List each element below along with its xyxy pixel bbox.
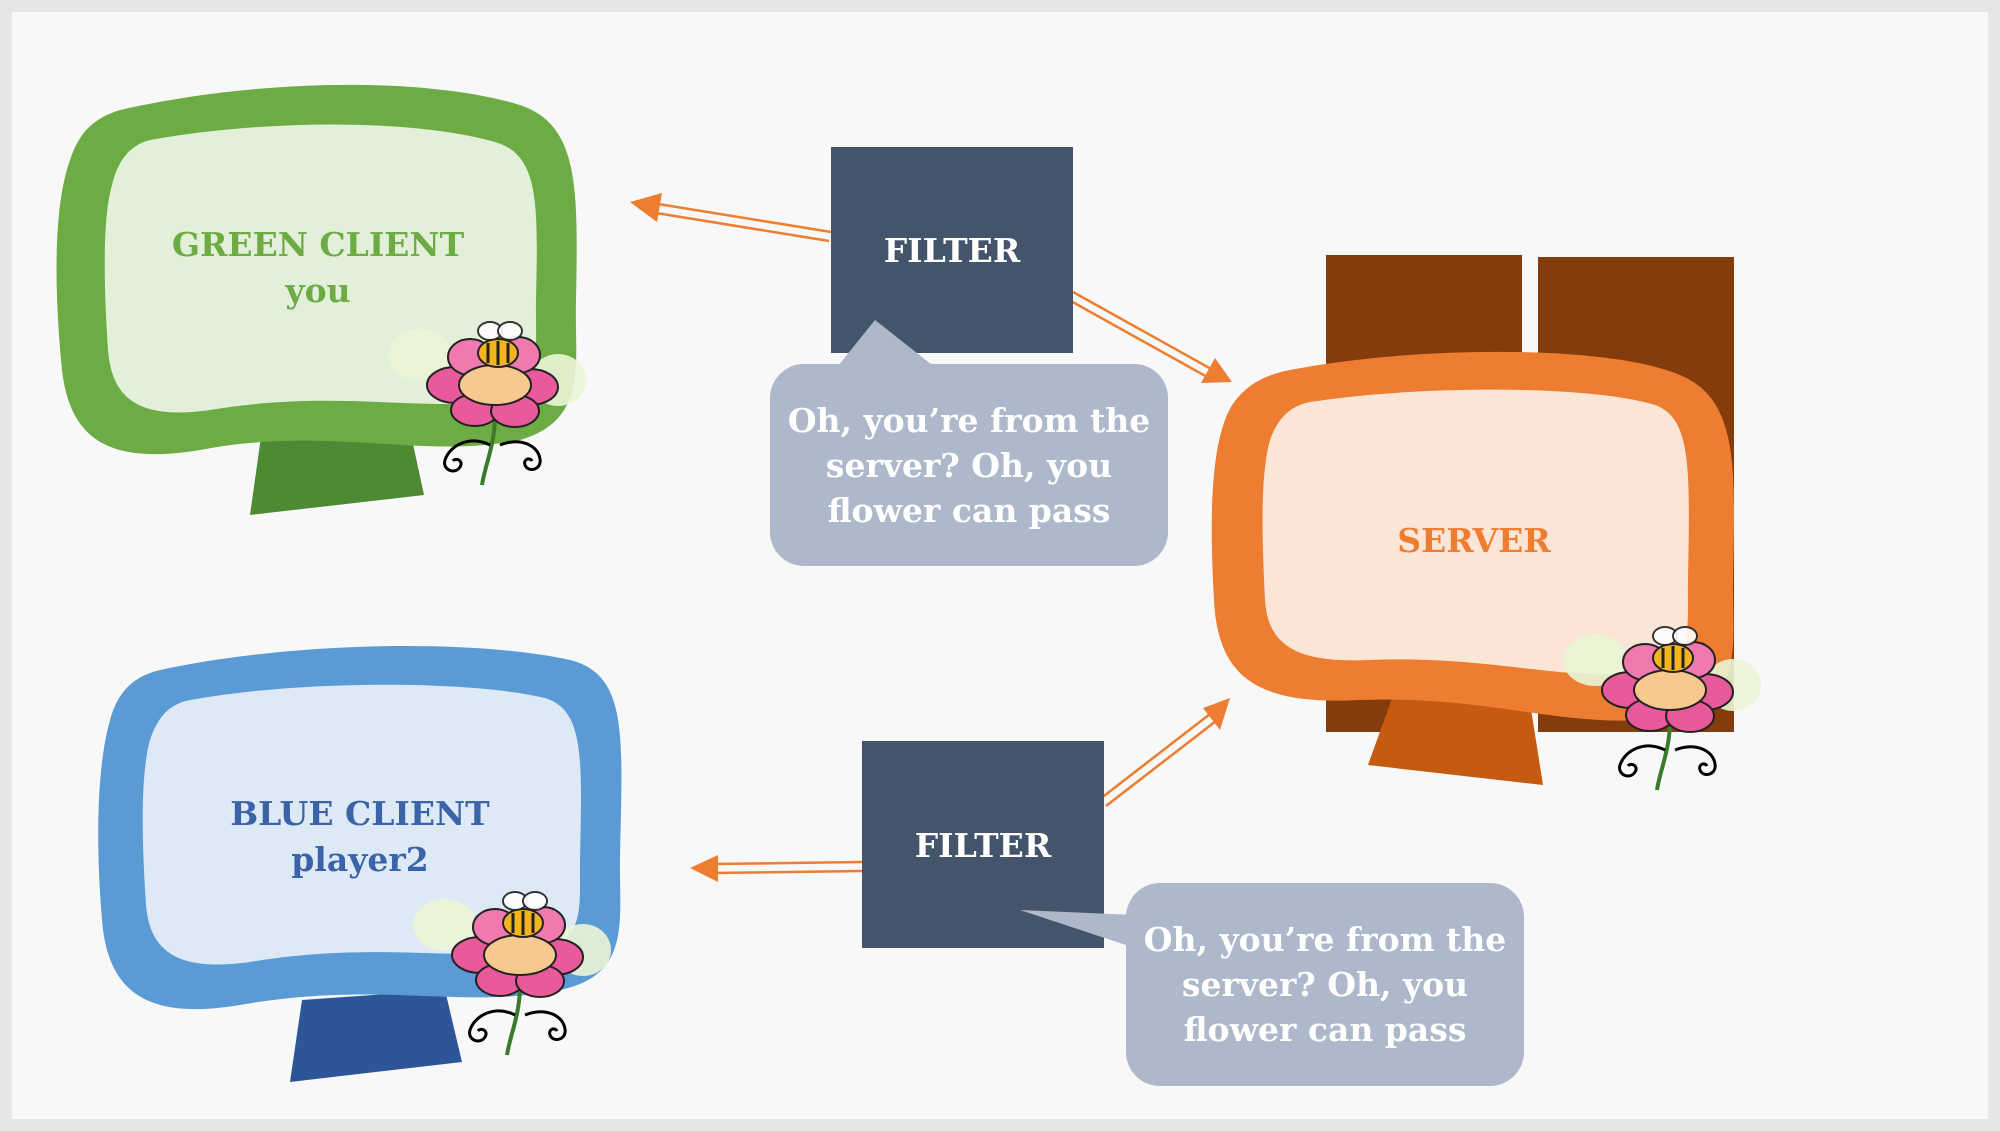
green-client-subtitle: you: [284, 271, 350, 310]
blue-client-stand: [290, 990, 462, 1082]
arrow-filter-top-to-green-client: [630, 193, 832, 243]
blue-client-screen: [142, 684, 582, 965]
filter-bottom: FILTER Oh, you’re from the server? Oh, y…: [862, 741, 1524, 1086]
filter-top-box: [831, 147, 1073, 353]
filter-top-bubble-line-2: server? Oh, you: [826, 446, 1112, 485]
filter-bottom-bubble-line-1: Oh, you’re from the: [1144, 920, 1506, 959]
arrow-filter-bottom-to-server: [1099, 698, 1230, 807]
arrow-filter-bottom-to-blue-client: [690, 855, 863, 882]
filter-top-label: FILTER: [884, 231, 1021, 270]
server-monitor: SERVER: [1211, 255, 1763, 792]
server-label: SERVER: [1397, 521, 1551, 560]
filter-bottom-bubble-line-2: server? Oh, you: [1182, 965, 1468, 1004]
filter-top: FILTER Oh, you’re from the server? Oh, y…: [770, 147, 1168, 566]
green-client-title: GREEN CLIENT: [172, 225, 465, 264]
blue-client-subtitle: player2: [291, 840, 429, 879]
filter-top-bubble-line-1: Oh, you’re from the: [788, 401, 1150, 440]
filter-top-bubble-line-3: flower can pass: [828, 491, 1111, 530]
filter-top-speech-bubble: Oh, you’re from the server? Oh, you flow…: [770, 320, 1168, 566]
green-client-stand: [250, 430, 424, 515]
arrow-filter-top-to-server: [1068, 290, 1232, 383]
filter-bottom-bubble-line-3: flower can pass: [1184, 1010, 1467, 1049]
server-stand: [1368, 690, 1543, 785]
blue-client-monitor: BLUE CLIENT player2: [98, 646, 622, 1082]
server-screen: [1262, 389, 1689, 675]
filter-bottom-label: FILTER: [915, 826, 1052, 865]
arrows: [630, 193, 1232, 882]
filter-bottom-speech-bubble: Oh, you’re from the server? Oh, you flow…: [1020, 883, 1524, 1086]
green-client-monitor: GREEN CLIENT you: [56, 84, 588, 515]
blue-client-title: BLUE CLIENT: [230, 794, 490, 833]
